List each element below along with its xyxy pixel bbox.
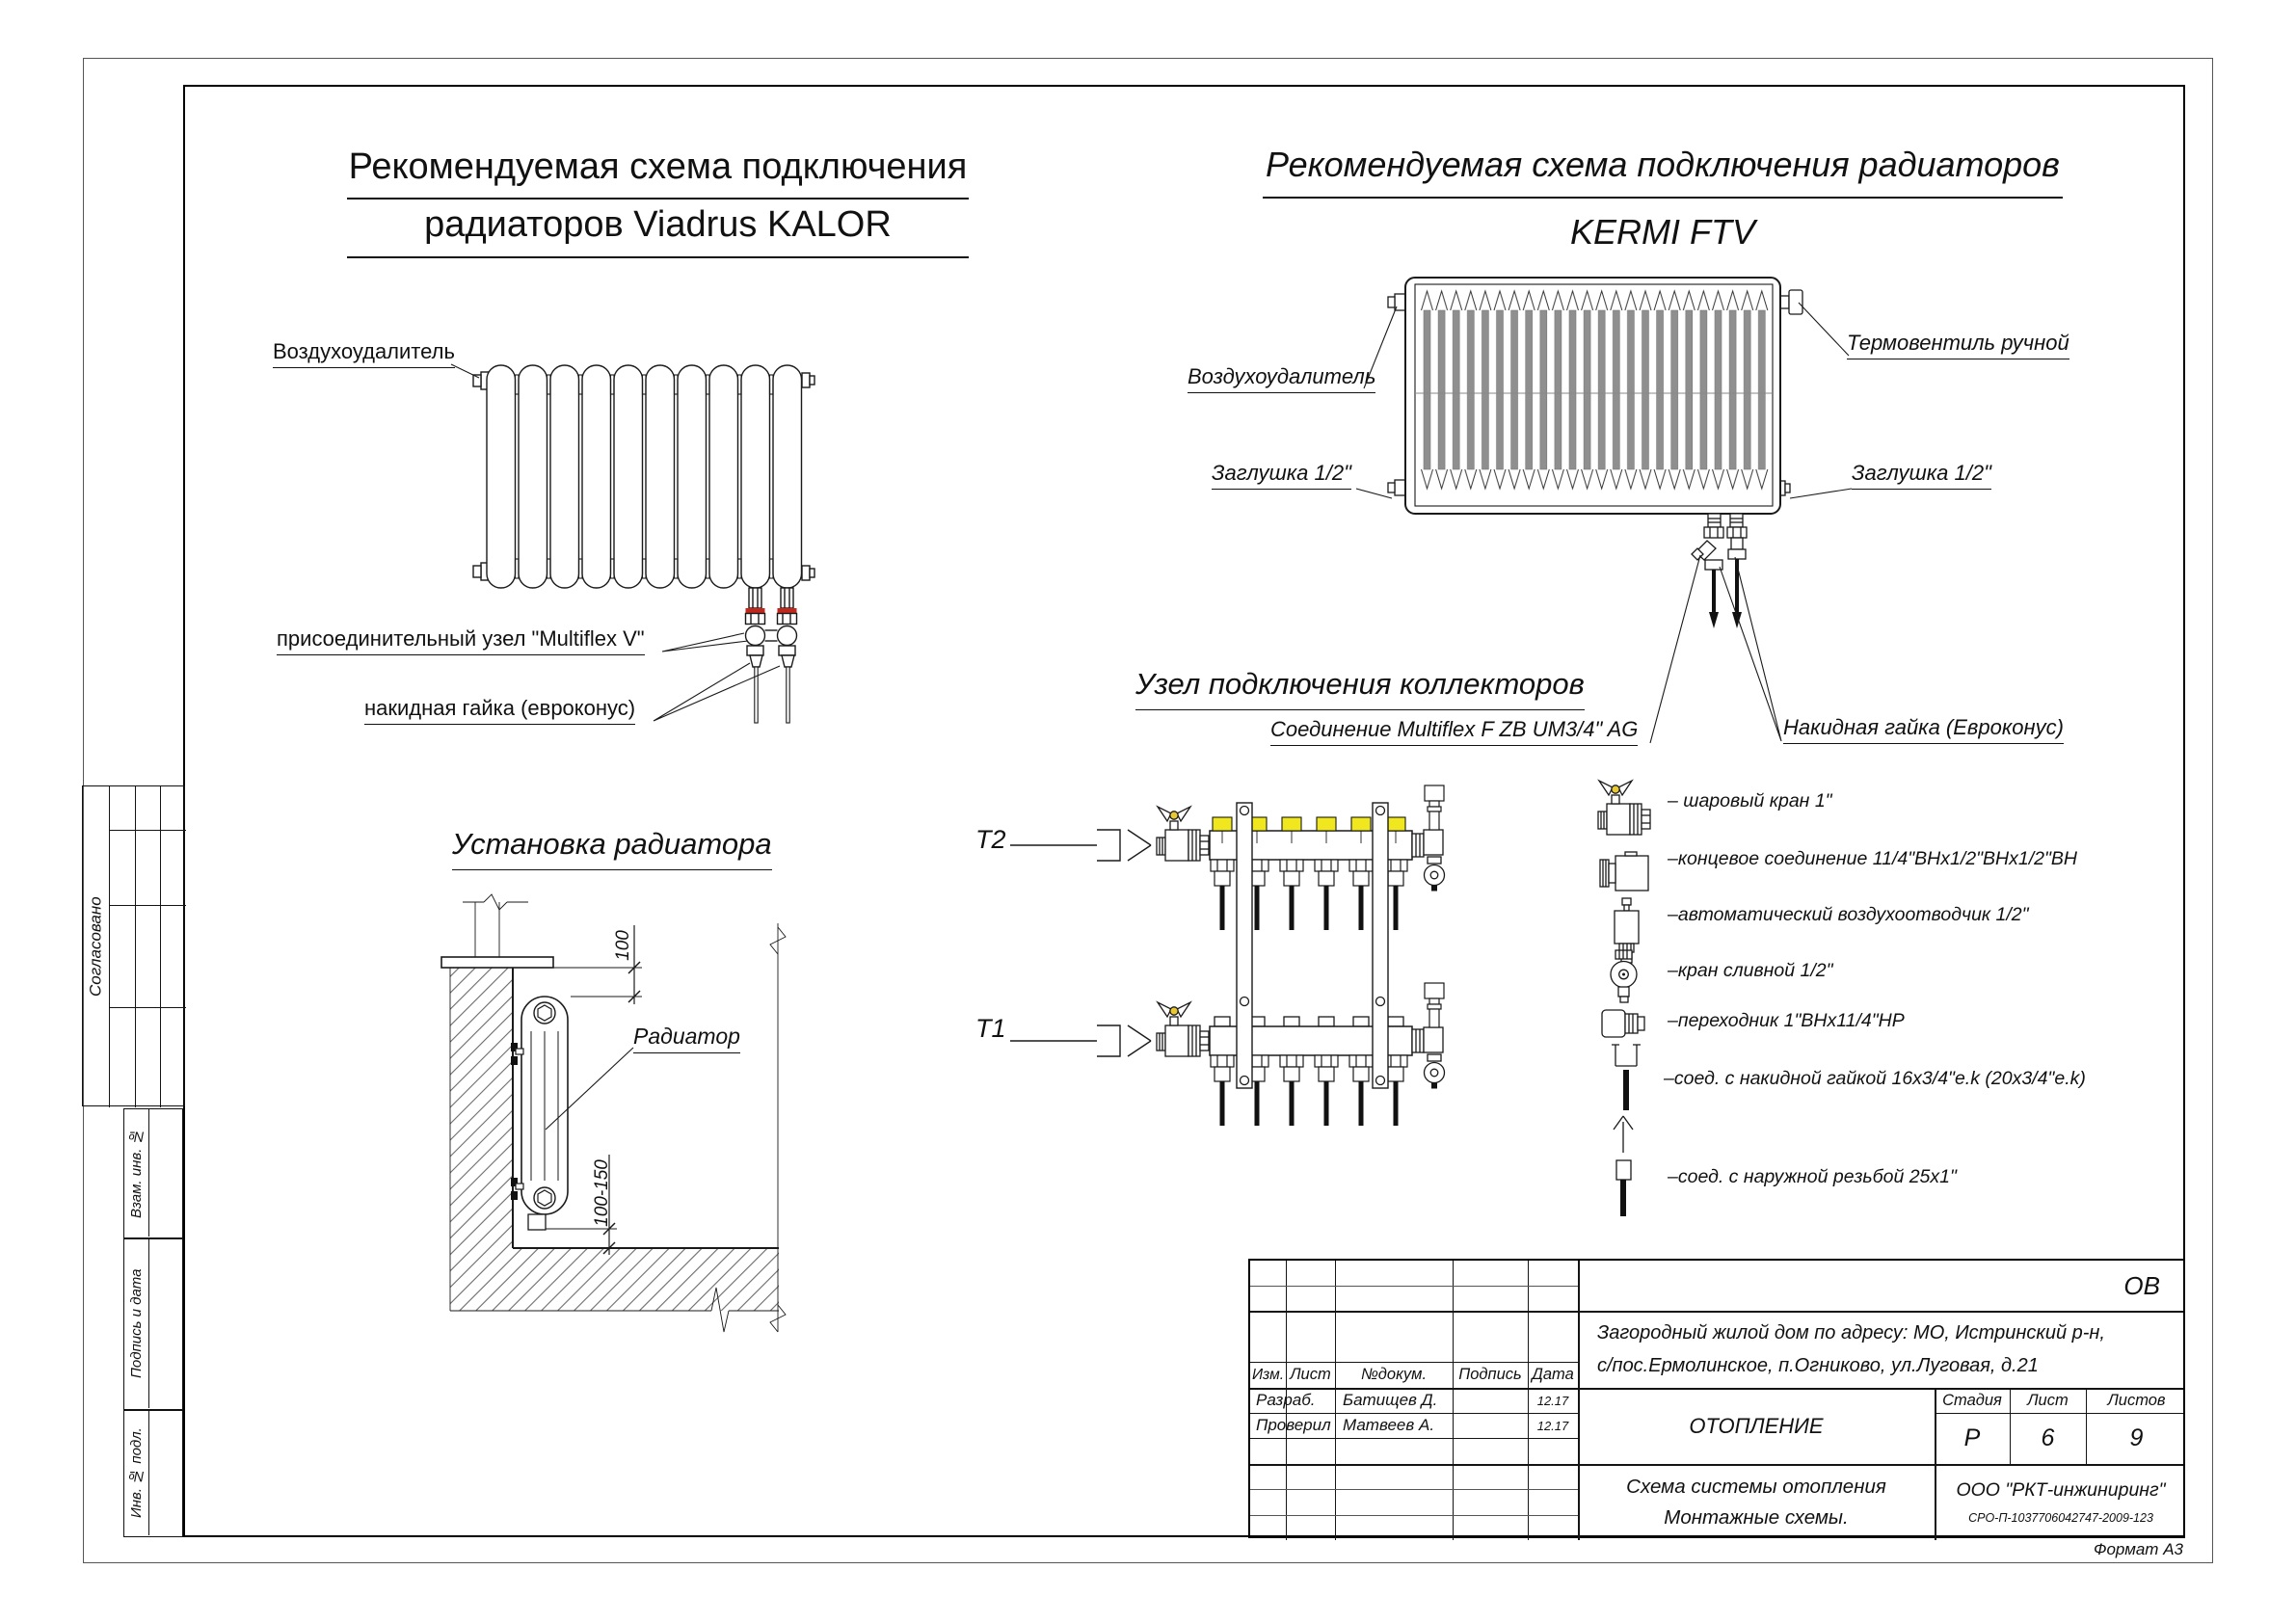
vzam-label: Взам. инв. № (128, 1128, 145, 1218)
kermi-radiator-drawing (1387, 277, 1803, 628)
legend-item-text: –кран сливной 1/2" (1668, 960, 1833, 981)
drain-valve-icon (1610, 949, 1638, 1003)
install-radiator-label: Радиатор (633, 1024, 740, 1053)
legend-icons (1597, 780, 1651, 1216)
t2-label: Т2 (975, 825, 1006, 854)
legend-item-text: –концевое соединение 11/4"ВНх1/2"ВНх1/2"… (1668, 848, 2077, 869)
agreed-stamp-table: Согласовано (82, 785, 186, 1107)
tb-doc-title: Схема системы отопления Монтажные схемы. (1578, 1464, 1935, 1540)
tb-row-role: Разраб. (1256, 1391, 1316, 1409)
tb-header-sign: Подпись (1458, 1366, 1522, 1383)
tb-sheets-value: 9 (2129, 1424, 2144, 1451)
legend-item-text: –соед. с наружной резьбой 25х1" (1668, 1166, 1957, 1187)
tb-row-name: Батищев Д. (1343, 1391, 1438, 1409)
title-kermi-line1: Рекомендуемая схема подключения радиатор… (1263, 145, 2063, 199)
tb-address: Загородный жилой дом по адресу: МО, Истр… (1578, 1311, 2187, 1388)
viadrus-air-vent-label: Воздухоудалитель (273, 339, 455, 368)
red-seal (777, 608, 797, 614)
tb-header-doc: №докум. (1360, 1366, 1428, 1383)
tb-sheet-label: Лист (2027, 1391, 2069, 1409)
stamp-inv: Инв. № подл. (123, 1410, 183, 1537)
title-viadrus-line1: Рекомендуемая схема подключения (347, 146, 969, 200)
tb-header-izm: Изм. (1251, 1366, 1285, 1383)
tb-row-name: Матвеев А. (1343, 1416, 1435, 1434)
dim-100-150: 100-150 (592, 1159, 612, 1227)
union-nut-connection-icon (1612, 1044, 1641, 1110)
title-viadrus-line2: радиаторов Viadrus KALOR (347, 204, 969, 258)
dim-100: 100 (613, 930, 633, 961)
format-label: Формат А3 (2093, 1540, 2183, 1558)
title-viadrus: Рекомендуемая схема подключения радиатор… (347, 146, 969, 258)
tb-doc-title-line2: Монтажные схемы. (1664, 1505, 1849, 1529)
tb-sheets-label: Листов (2107, 1391, 2166, 1409)
paper-edge (83, 58, 2213, 1563)
podpis-label: Подпись и дата (128, 1268, 145, 1379)
kermi-air-vent-label: Воздухоудалитель (1188, 364, 1376, 393)
title-block: Изм. Лист №докум. Подпись Дата Разраб. Б… (1248, 1259, 2187, 1540)
tb-stage-label: Стадия (1942, 1391, 2002, 1409)
tb-row-role: Проверил (1256, 1416, 1331, 1434)
inv-label: Инв. № подл. (128, 1427, 145, 1519)
legend-item-text: –соед. с накидной гайкой 16х3/4"е.k (20х… (1664, 1068, 2086, 1089)
tb-header-date: Дата (1532, 1366, 1574, 1383)
viadrus-radiator-drawing (472, 364, 815, 724)
tb-row-date: 12.17 (1536, 1418, 1569, 1433)
tb-address-line1: Загородный жилой дом по адресу: МО, Истр… (1597, 1322, 2105, 1344)
tb-address-line2: с/пос.Ермолинское, п.Огниково, ул.Лугова… (1597, 1355, 2039, 1376)
tb-sheet-value: 6 (2041, 1424, 2055, 1451)
legend-item-text: –автоматический воздухоотводчик 1/2" (1668, 904, 2029, 925)
red-seal (745, 608, 765, 614)
kermi-multiflex-label: Соединение Multiflex F ZB UM3/4" AG (1270, 717, 1639, 746)
legend-item-text: – шаровый кран 1" (1668, 790, 1832, 812)
end-connection-icon (1599, 851, 1649, 891)
manifold-drawing (1009, 785, 1446, 1127)
tb-company-sro: СРО-П-1037706042747-2009-123 (1968, 1511, 2153, 1525)
tb-company: ООО "РКТ-инжиниринг" СРО-П-1037706042747… (1935, 1464, 2187, 1540)
tb-section: ОТОПЛЕНИЕ (1689, 1413, 1824, 1438)
kermi-euro-nut-label: Накидная гайка (Евроконус) (1783, 715, 2064, 744)
title-kermi-line2: KERMI FTV (1569, 212, 1755, 252)
adapter-icon (1601, 1009, 1645, 1038)
thermo-valve (1788, 289, 1803, 315)
stamp-podpis: Подпись и дата (123, 1238, 183, 1410)
installation-drawing (441, 893, 787, 1333)
viadrus-nut-label: накидная гайка (евроконус) (364, 696, 636, 725)
tb-doc-title-line1: Схема системы отопления (1626, 1475, 1886, 1498)
t1-label: Т1 (975, 1014, 1006, 1043)
tb-header-list: Лист (1290, 1366, 1331, 1383)
legend-item-text: –переходник 1"ВНх11/4"НР (1668, 1010, 1905, 1031)
stamp-vzam: Взам. инв. № (123, 1108, 183, 1238)
tb-stage-value: Р (1963, 1424, 1981, 1451)
tb-row-date: 12.17 (1536, 1393, 1569, 1408)
viadrus-node-label: присоединительный узел "Multiflex V" (277, 626, 645, 655)
tb-code: ОВ (2123, 1270, 2160, 1300)
kermi-plug-left-label: Заглушка 1/2" (1212, 461, 1351, 490)
kermi-thermo-label: Термовентиль ручной (1847, 331, 2069, 359)
agreed-label: Согласовано (86, 896, 105, 998)
external-thread-connection-icon (1613, 1115, 1634, 1216)
kermi-plug-right-label: Заглушка 1/2" (1852, 461, 1991, 490)
leader-lines (450, 302, 1853, 1131)
title-install: Установка радиатора (452, 827, 772, 870)
title-kermi: Рекомендуемая схема подключения радиатор… (1263, 145, 2063, 253)
tb-company-name: ООО "РКТ-инжиниринг" (1956, 1479, 2166, 1501)
title-collectors: Узел подключения коллекторов (1135, 667, 1585, 710)
